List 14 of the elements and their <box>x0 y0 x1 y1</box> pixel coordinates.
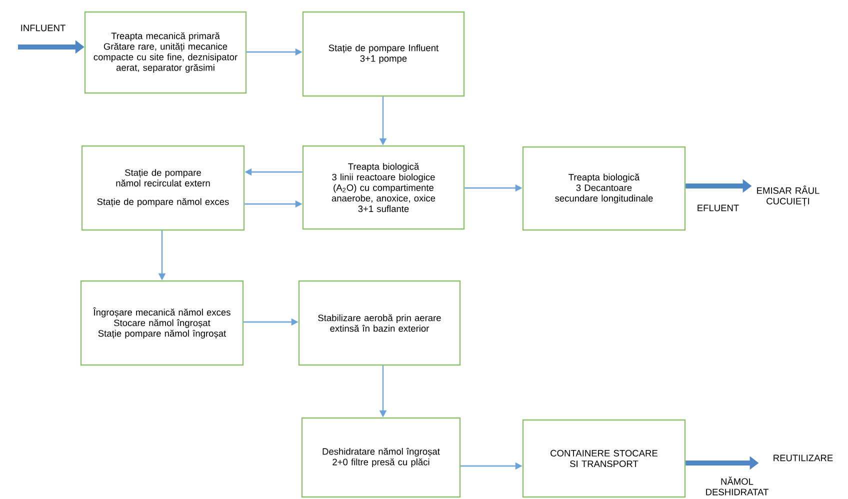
edge-label: NĂMOL DESHIDRATAT <box>706 476 768 496</box>
process-box: Stație de pompare Influent 3+1 pompe <box>302 11 465 97</box>
endpoint-text: EMISAR RÂUL CUCUIEȚI <box>757 186 820 206</box>
process-box: Treapta mecanică primară Grătare rare, unități mecanice compacte cu site fine, deznisipator aerat, separator grăsimi <box>84 11 247 94</box>
edge-label: EFLUENT <box>698 204 739 212</box>
edge-label: INFLUENT <box>21 24 66 32</box>
process-box: Stație de pompare nămol recirculat extern Stație de pompare nămol exces <box>81 145 245 231</box>
process-box: Stabilizare aerobă prin aerare extinsă în bazin exterior <box>298 280 461 366</box>
process-box: CONTAINERE STOCARE SI TRANSPORT <box>522 419 686 498</box>
process-box: Deshidratare nămol îngroșat 2+0 filtre presă cu plăci <box>301 417 461 498</box>
process-box: Treapta biologică 3 Decantoare secundare longitudinale <box>522 146 686 231</box>
endpoint-text: REUTILIZARE <box>774 454 833 462</box>
process-box: Îngroșare mecanică nămol exces Stocare nămol îngroșat Stație pompare nămol îngroșat <box>80 280 244 366</box>
process-box: Treapta biologică 3 linii reactoare biologice (A$_{2}$O) cu compartimente anaerobe, anoxice, oxice 3+1 suflante <box>302 145 465 230</box>
